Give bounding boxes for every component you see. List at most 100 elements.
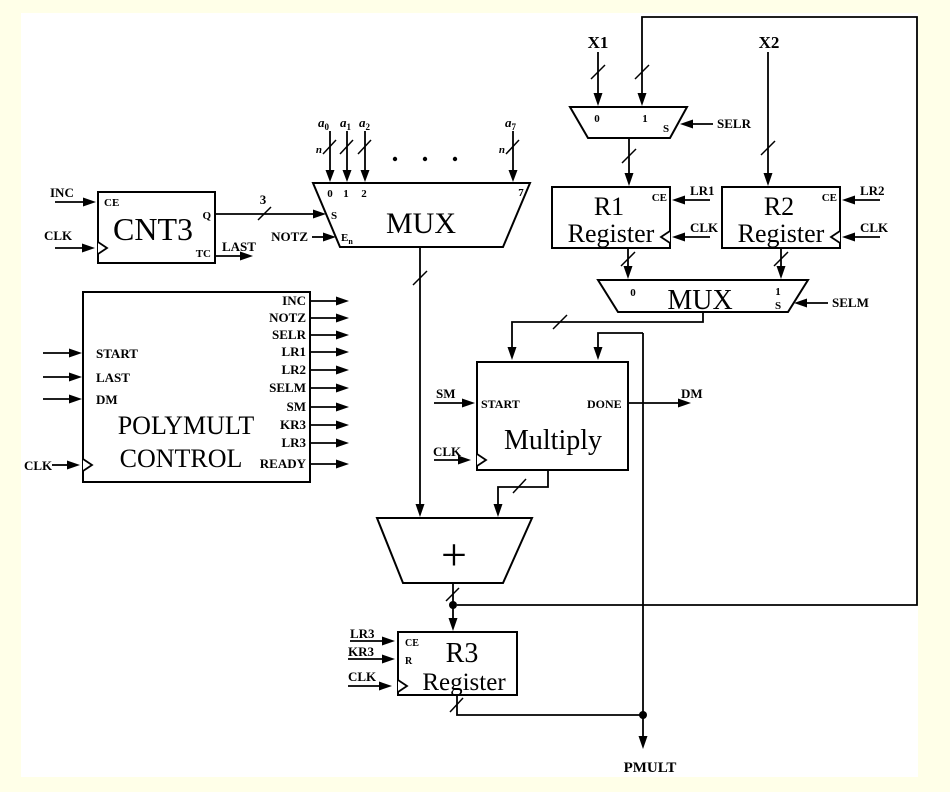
wire [511,312,704,349]
arrowhead [69,394,82,404]
notz-signal-label: NOTZ [271,229,308,244]
bus-width-slash [357,139,372,155]
start-input-pin: START [96,346,138,361]
r3-output-net: PMULT [449,332,677,776]
arrowhead [638,736,648,749]
wire [597,332,643,349]
mux8-port2-label: 2 [361,188,367,200]
a0-sub: 0 [325,122,330,132]
coefficient-mux: MUX 0 1 2 7 S En NOTZ a0 n a1 a2 a7 n [271,115,532,517]
last-input-pin: LAST [96,370,130,385]
wire [457,16,918,606]
r1-ce-pin: CE [652,192,667,204]
cnt3-q-pin: Q [202,210,211,222]
arrowhead [325,170,335,182]
x2-input-label: X2 [759,33,780,52]
arrowhead [776,266,786,279]
a1-base: a [340,115,347,130]
control-clk-signal-label: CLK [24,458,53,473]
arrowhead [637,93,647,106]
arrowhead [794,298,807,308]
bus-width-slash [339,139,354,155]
arrowhead [842,232,855,242]
notz-output-pin: NOTZ [269,310,306,325]
r2-register-body [721,186,841,249]
r3-register: R3 Register CE R LR3 KR3 CLK [348,626,518,696]
polymult-control: POLYMULT CONTROL START LAST DM CLK INC N… [24,291,349,483]
pmult-output-label: PMULT [624,760,677,776]
arrowhead [336,365,349,375]
arrowhead [379,681,392,691]
arrowhead [69,348,82,358]
arrowhead [672,232,685,242]
arrowhead [336,420,349,430]
bus-width-slash [322,139,337,155]
arrowhead [240,251,253,261]
bus-width-slash [620,251,636,267]
selm-mux-title: MUX [667,285,732,316]
a0-width-label: n [316,144,322,156]
arrowhead [342,170,352,182]
bus-width-slash [412,270,428,286]
mux8-port1-label: 1 [343,188,349,200]
r2-clk-signal-label: CLK [860,220,889,235]
r2-title: R2 [764,192,794,221]
lr1-output-pin: LR1 [281,344,306,359]
r2-register: R2 Register CE LR2 CLK [721,183,889,279]
selm-mux-body [596,279,810,313]
lr1-signal-label: LR1 [690,183,715,198]
arrowhead [336,383,349,393]
selm-output-pin: SELM [269,380,306,395]
arrowhead [507,347,517,360]
lr3-output-pin: LR3 [281,435,306,450]
a0-base: a [318,115,325,130]
junction-dot [639,711,647,719]
a0-input-label: a0 [318,115,330,132]
cnt3-body [97,191,216,264]
arrowhead [83,197,96,207]
mux8-select-pin: S [331,210,337,222]
ellipsis-dot [452,156,458,162]
clock-triangle-icon [659,230,671,244]
selm-mux-port1-label: 1 [775,286,781,298]
r3-ce-pin: CE [405,638,419,649]
arrowhead [623,266,633,279]
a7-sub: 7 [512,122,517,132]
bus-width-slash [445,587,460,602]
multiply-clk-signal-label: CLK [433,444,462,459]
r3-register-body [397,631,518,696]
sm-signal-label: SM [436,386,456,401]
bus-width-slash [773,251,789,267]
inc-signal-label: INC [50,185,74,200]
inc-output-pin: INC [282,293,306,308]
arrowhead [336,330,349,340]
arrowhead [508,170,518,182]
bus-width-slash [552,314,568,330]
arrowhead [69,372,82,382]
control-body [82,291,311,483]
selm-mux-select-pin: S [775,300,781,312]
multiply-body [476,361,629,471]
control-title-line1: POLYMULT [118,411,255,440]
r2-ce-pin: CE [822,192,837,204]
arrowhead [593,93,603,106]
lr3-signal-label: LR3 [350,626,375,641]
multiply-start-pin: START [481,397,520,411]
mux8-port0-label: 0 [327,188,333,200]
q-bus-width-label: 3 [260,192,267,207]
x1-input-label: X1 [588,33,609,52]
arrowhead [678,398,691,408]
a7-input-label: a7 [505,115,517,132]
multiply-done-pin: DONE [587,397,622,411]
ellipsis-dot [422,156,428,162]
arrowhead [82,243,95,253]
r2-subtitle: Register [738,219,825,248]
lr2-signal-label: LR2 [860,183,885,198]
enable-pin-base: E [341,232,348,244]
arrowhead [360,170,370,182]
wire [456,695,643,716]
a7-base: a [505,115,512,130]
selr-mux: 0 1 S SELR [568,106,752,186]
clock-triangle-icon [476,453,488,467]
